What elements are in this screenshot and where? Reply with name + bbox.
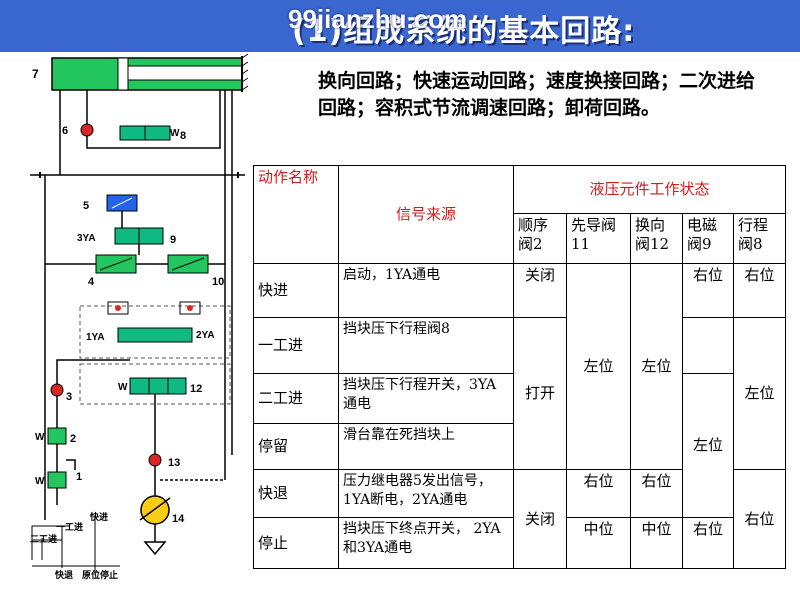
check-valve-pair-right — [179, 301, 201, 315]
cycle-ergongjin: 二工进 — [30, 533, 57, 544]
cylinder-7-rod — [127, 65, 243, 81]
label-9: 9 — [170, 234, 176, 246]
label-w1: W — [35, 476, 45, 487]
header-status: 液压元件工作状态 — [512, 165, 787, 214]
back-pressure-valve-1 — [47, 471, 67, 489]
cell-sol-left: 左位 — [682, 373, 734, 518]
subheader-reversing-valve-12: 换向阀12 — [630, 213, 683, 264]
label-10: 10 — [212, 276, 224, 288]
header-signal: 信号来源 — [338, 165, 514, 264]
cylinder-7-piston — [117, 57, 129, 91]
check-valve-3 — [50, 383, 64, 397]
cell-seq-open: 打开 — [513, 317, 567, 470]
subheader-solenoid-valve-9: 电磁阀9 — [682, 213, 734, 264]
hydraulic-circuit-diagram: 7 6 W 8 5 3YA 9 4 10 1YA 2YA W 12 3 W 2 … — [30, 53, 249, 580]
cell-sol-right-2: 右位 — [682, 517, 734, 569]
label-3: 3 — [66, 391, 72, 403]
check-valve-pair-left — [107, 301, 129, 315]
sequence-valve-2 — [47, 427, 67, 445]
cycle-yuanwei: 原位停止 — [82, 569, 118, 580]
slide-title: (1)组成系统的基本回路: — [292, 14, 636, 49]
variable-pump-14 — [140, 495, 170, 525]
row-action: 快退 — [253, 469, 339, 518]
row-signal: 压力继电器5发出信号，1YA断电，2YA通电 — [338, 469, 514, 518]
cell-rev-mid: 中位 — [630, 517, 683, 569]
cycle-kuaijin: 快进 — [90, 511, 108, 522]
watermark: 99jianzhu.com — [288, 4, 468, 34]
label-2: 2 — [70, 433, 76, 445]
row-signal: 挡块压下行程阀8 — [338, 317, 514, 374]
cell-rev-left: 左位 — [630, 263, 683, 470]
cell-travel-right-2: 右位 — [732, 469, 787, 569]
cell-pilot-mid: 中位 — [566, 517, 631, 569]
cycle-kuaitui: 快退 — [55, 569, 73, 580]
label-12: 12 — [190, 383, 202, 395]
label-14: 14 — [172, 513, 185, 525]
circuit-description: 换向回路；快速运动回路；速度换接回路；二次进给回路；容积式节流调速回路；卸荷回路… — [318, 70, 756, 119]
subheader-seq-valve-2: 顺序阀2 — [513, 213, 567, 264]
label-4: 4 — [88, 276, 95, 288]
reversing-valve-12 — [129, 377, 187, 395]
row-action: 快进 — [253, 263, 339, 318]
check-valve-6 — [80, 123, 94, 137]
title-bar — [0, 0, 800, 52]
label-13: 13 — [168, 457, 180, 469]
label-5: 5 — [83, 200, 89, 212]
cell-pilot-left: 左位 — [566, 263, 631, 470]
row-action: 二工进 — [253, 373, 339, 424]
cycle-yigongjin: 一工进 — [56, 521, 83, 532]
label-3ya: 3YA — [77, 233, 96, 244]
valve-12-group — [79, 363, 231, 405]
cell-travel-left: 左位 — [732, 317, 787, 470]
label-w8: W — [170, 128, 180, 139]
label-7: 7 — [32, 67, 39, 81]
pilot-valve-group — [79, 305, 231, 359]
label-8: 8 — [180, 130, 186, 142]
label-2ya: 2YA — [196, 330, 215, 341]
subheader-pilot-valve-11: 先导阀11 — [566, 213, 631, 264]
row-action: 停留 — [253, 423, 339, 470]
cell-rev-right: 右位 — [630, 469, 683, 518]
header-action: 动作名称 — [253, 165, 339, 264]
label-6: 6 — [62, 125, 68, 137]
row-signal: 挡块压下行程开关，3YA通电 — [338, 373, 514, 424]
row-signal: 滑台靠在死挡块上 — [338, 423, 514, 470]
label-1ya: 1YA — [86, 332, 105, 343]
check-valve-13 — [148, 453, 162, 467]
label-w12: W — [118, 382, 128, 393]
row-action: 停止 — [253, 517, 339, 569]
label-w2: W — [35, 432, 45, 443]
pilot-valve-11 — [117, 327, 193, 343]
cell-seq-close-2: 关闭 — [513, 469, 567, 569]
cell-pilot-right: 右位 — [566, 469, 631, 518]
work-cycle-diagram: 快进 一工进 二工进 快退 原位停止 — [30, 511, 120, 580]
cell-sol-right-1: 右位 — [682, 263, 734, 318]
subheader-travel-valve-8: 行程阀8 — [732, 213, 787, 264]
hydraulic-status-table: 动作名称 信号来源 液压元件工作状态 顺序阀2 先导阀11 换向阀12 电磁阀9… — [253, 165, 787, 569]
row-signal: 挡块压下终点开关， 2YA 和3YA通电 — [338, 517, 514, 569]
label-1: 1 — [76, 471, 82, 483]
cell-travel-right-1: 右位 — [732, 263, 787, 318]
cell-seq-close-1: 关闭 — [513, 263, 567, 318]
row-action: 一工进 — [253, 317, 339, 374]
cell-sol-blank — [682, 317, 734, 374]
row-signal: 启动，1YA通电 — [338, 263, 514, 318]
